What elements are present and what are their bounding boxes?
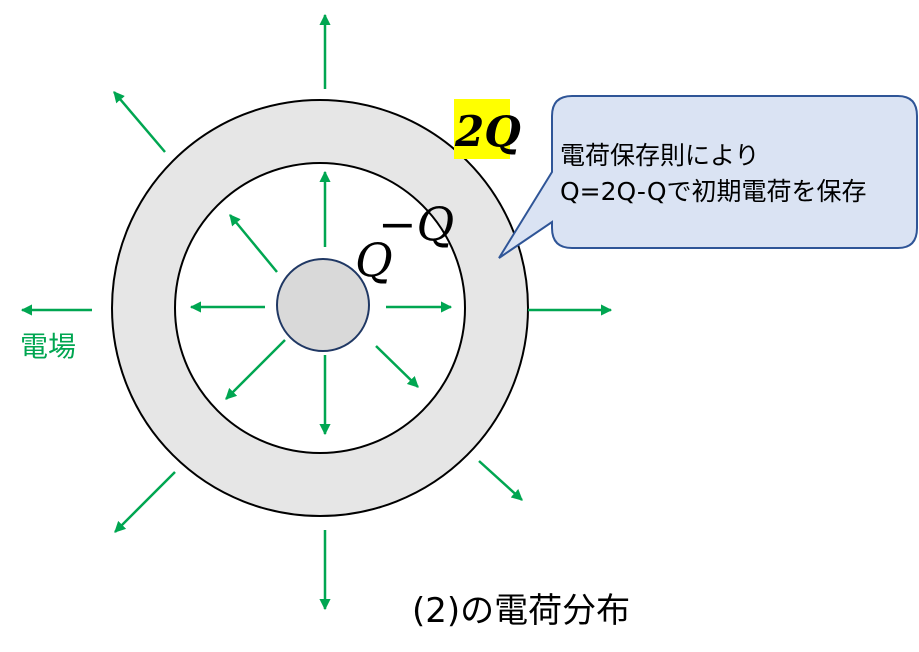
outer-field-arrows bbox=[20, 13, 613, 611]
inner-arrow-down-right bbox=[375, 345, 419, 388]
outer-charge-label: 2Q bbox=[454, 107, 521, 156]
inner-arrow-up-left bbox=[229, 214, 278, 273]
outer-charge-highlight bbox=[454, 99, 510, 159]
inner-field-arrows bbox=[189, 170, 453, 436]
diagram-caption: (2)の電荷分布 bbox=[412, 591, 630, 631]
inner-surface-charge-base: Q bbox=[355, 233, 393, 287]
field-label: 電場 bbox=[20, 330, 76, 363]
inner-sphere bbox=[276, 258, 370, 352]
inner-surface-charge-sup: −Q bbox=[378, 197, 454, 251]
inner-arrow-down-left bbox=[225, 339, 286, 400]
callout-line-2: Q=2Q-Qで初期電荷を保存 bbox=[560, 177, 867, 206]
outer-arrow-up-left bbox=[113, 91, 166, 153]
callout-bubble bbox=[498, 95, 918, 259]
outer-arrow-down-left bbox=[114, 471, 176, 533]
callout-line-1: 電荷保存則により bbox=[560, 141, 760, 170]
outer-arrow-down-right bbox=[478, 460, 523, 501]
